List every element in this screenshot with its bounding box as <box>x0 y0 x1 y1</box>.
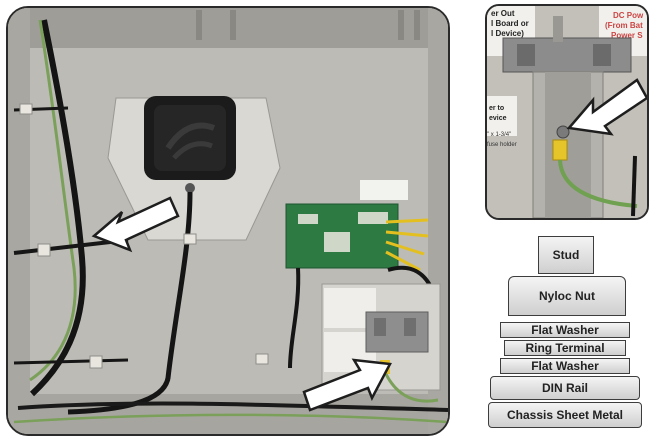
layer-stud: Stud <box>538 236 594 274</box>
layer-ring-terminal: Ring Terminal <box>504 340 626 356</box>
layer-flat-washer-bottom: Flat Washer <box>500 358 630 374</box>
inset-label-side-a: er to <box>489 105 504 112</box>
arrow-ground-wire <box>91 196 180 253</box>
enclosure-illustration <box>8 8 448 434</box>
arrow-ground-stud <box>302 358 392 412</box>
inset-label-left-bot: l Device) <box>491 29 524 38</box>
chassis-sheet-metal-label: Chassis Sheet Metal <box>506 408 624 422</box>
stud-label: Stud <box>552 248 580 262</box>
inset-photo: er Out l Board or l Device) DC Pow (From… <box>485 4 649 220</box>
layer-nyloc-nut: Nyloc Nut <box>508 276 626 316</box>
ring-terminal-label: Ring Terminal <box>525 341 605 355</box>
inset-label-left-mid: l Board or <box>491 19 529 28</box>
inset-label-right-bot: Power S <box>611 31 643 40</box>
inset-label-left-top: er Out <box>491 9 515 18</box>
inset-label-side-d: fuse holder <box>487 142 517 148</box>
inset-arrow <box>566 78 647 136</box>
layer-flat-washer-top: Flat Washer <box>500 322 630 338</box>
ground-stack-diagram: Stud Nyloc Nut Flat Washer Ring Terminal… <box>480 232 652 432</box>
inset-label-right-mid: (From Bat <box>605 21 643 30</box>
enclosure-photo <box>6 6 450 436</box>
nyloc-nut-label: Nyloc Nut <box>538 289 595 303</box>
layer-din-rail: DIN Rail <box>490 376 640 400</box>
inset-label-side-c: " x 1-3/4" <box>487 132 511 138</box>
layer-chassis-sheet-metal: Chassis Sheet Metal <box>488 402 642 428</box>
din-rail-label: DIN Rail <box>541 381 588 395</box>
inset-illustration: er Out l Board or l Device) DC Pow (From… <box>487 6 647 218</box>
inset-label-side-b: evice <box>489 115 507 122</box>
flat-washer-top-label: Flat Washer <box>531 323 599 337</box>
flat-washer-bottom-label: Flat Washer <box>531 359 599 373</box>
inset-label-right-top: DC Pow <box>613 11 644 20</box>
